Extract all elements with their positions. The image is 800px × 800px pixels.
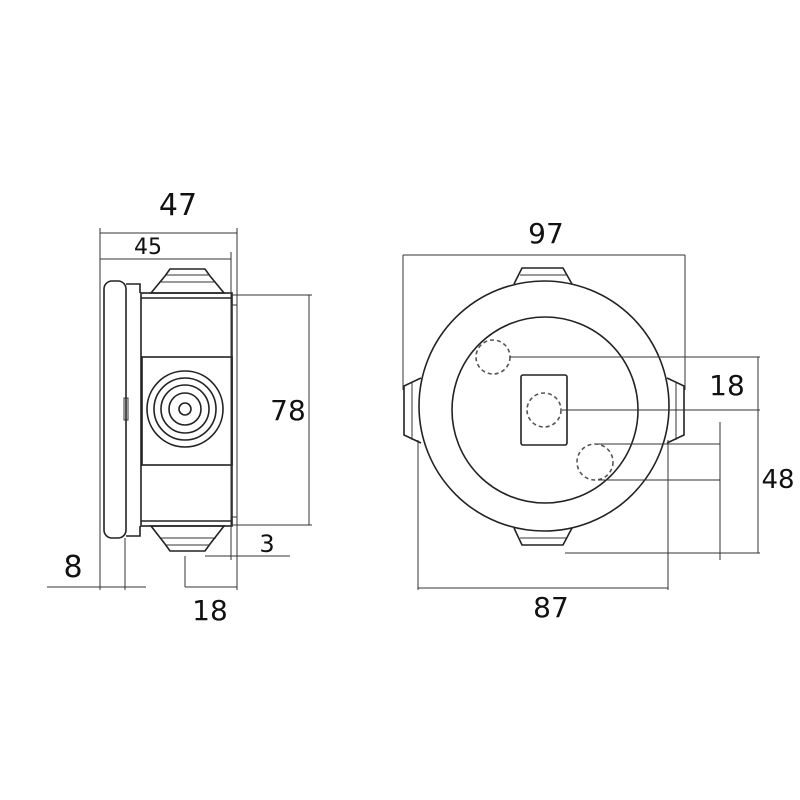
- lid-clip: [123, 397, 129, 421]
- hole-spacing-label: 18: [709, 369, 745, 402]
- bottom-gland: [149, 525, 226, 552]
- hole-offset-label: 48: [761, 465, 794, 495]
- offset-label: 3: [259, 530, 274, 558]
- top-gland: [149, 268, 226, 294]
- gland-width-label: 18: [192, 594, 228, 627]
- knockout-hole: [576, 443, 614, 481]
- side-view: 47 45 78 3 8 18: [47, 188, 312, 627]
- center-window: [520, 374, 568, 446]
- side-gland-panel: [141, 356, 233, 466]
- lid: [103, 280, 127, 539]
- side-dimension-lines: [47, 228, 312, 590]
- body-width-label: 45: [134, 235, 162, 260]
- knockout-hole: [475, 339, 511, 375]
- height-label: 78: [270, 394, 306, 427]
- lid-shoulder: [126, 283, 141, 537]
- top-lug: [513, 267, 573, 285]
- knockout-hole: [526, 392, 562, 428]
- lid-depth-label: 8: [63, 550, 82, 585]
- bottom-lug: [513, 527, 573, 546]
- body-diameter-label: 87: [533, 591, 569, 624]
- overall-width-label: 47: [159, 188, 197, 223]
- outer-body: [418, 280, 670, 532]
- overall-width-label: 97: [528, 217, 564, 250]
- top-view: 97 87 18 48: [402, 217, 795, 624]
- side-gland-icon: [146, 370, 224, 448]
- top-dimension-lines: [402, 254, 760, 590]
